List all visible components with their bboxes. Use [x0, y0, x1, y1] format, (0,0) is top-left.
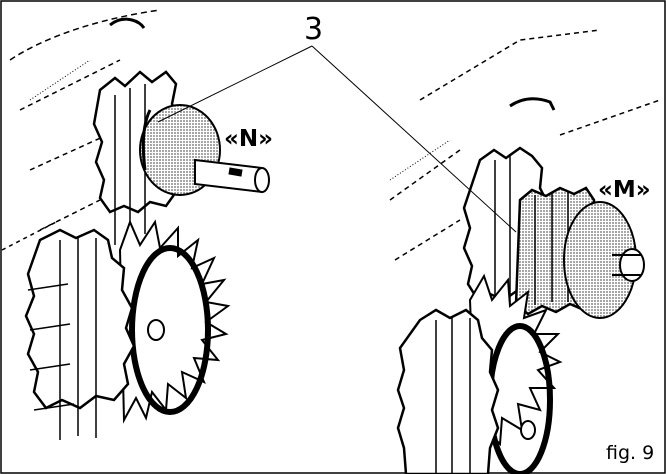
left-gear-assembly [1, 9, 270, 440]
label-n: «N» [224, 126, 273, 152]
left-large-gear [118, 219, 231, 424]
callout-leader-lines [157, 45, 517, 233]
figure-caption: fig. 9 [606, 442, 655, 464]
callout-number-label: 3 [304, 12, 324, 47]
label-m: «M» [598, 177, 651, 203]
right-gear-assembly [389, 29, 661, 474]
left-front-gear-stack [24, 228, 136, 440]
